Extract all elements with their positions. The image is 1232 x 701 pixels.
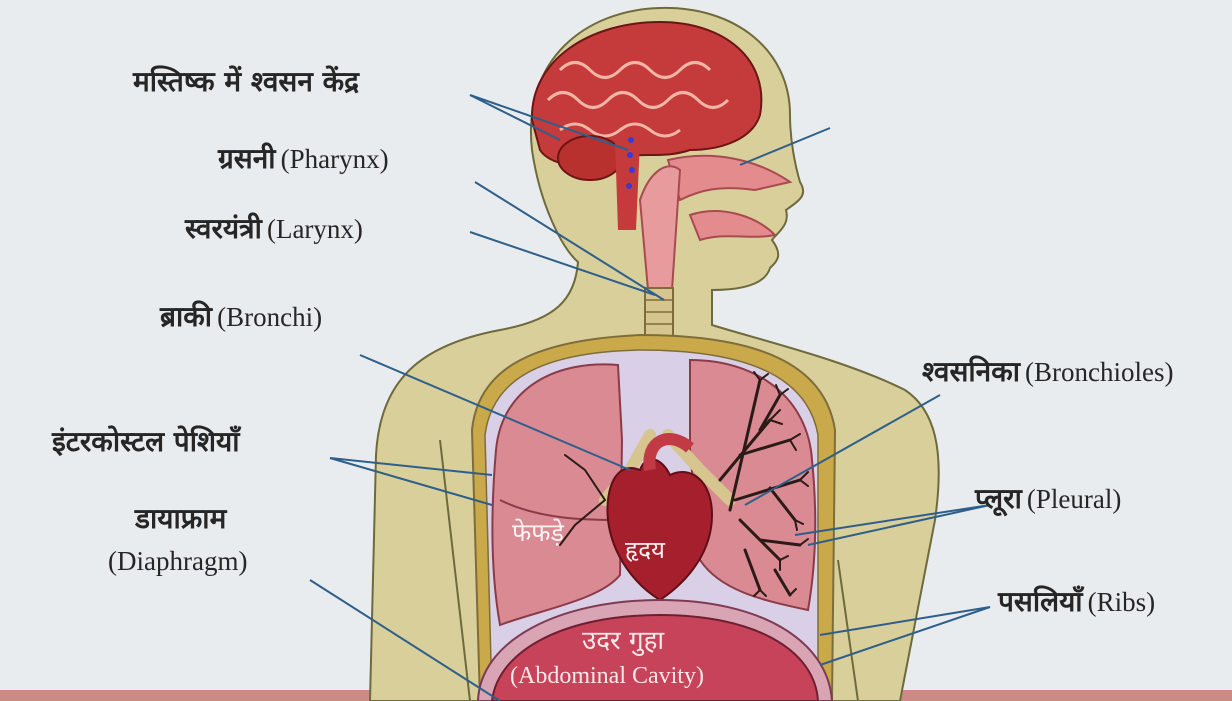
label-diaphragm-english: (Diaphragm) <box>108 546 247 576</box>
label-diaphragm-hi: डायाफ्राम <box>135 505 226 533</box>
label-pleura-en: (Pleural) <box>1027 484 1121 514</box>
organ-label-abdomen-hi: उदर गुहा <box>582 628 664 654</box>
label-bronchioles: श्वसनिका (Bronchioles) <box>922 358 1174 386</box>
label-pharynx: ग्रसनी (Pharynx) <box>218 145 389 173</box>
label-bronchi-en: (Bronchi) <box>217 302 322 332</box>
label-larynx-en: (Larynx) <box>267 214 363 244</box>
organ-label-lungs: फेफड़े <box>512 520 564 545</box>
label-larynx: स्वरयंत्री (Larynx) <box>185 215 363 243</box>
label-respiratory-centre-hi: मस्तिष्क में श्वसन केंद्र <box>133 65 359 98</box>
label-intercostal-hi: इंटरकोस्टल पेशियाँ <box>52 425 240 458</box>
label-larynx-hi: स्वरयंत्री <box>185 212 262 245</box>
label-bronchi-hi: ब्राकी <box>160 300 212 333</box>
label-bronchioles-en: (Bronchioles) <box>1025 357 1173 387</box>
respiratory-centre-dot <box>629 167 635 173</box>
cerebellum <box>558 136 622 180</box>
label-diaphragm-en: (Diaphragm) <box>108 548 247 575</box>
label-ribs-hi: पसलियाँ <box>998 585 1083 618</box>
label-pleura-hi: प्लूरा <box>975 482 1022 515</box>
label-diaphragm-hindi: डायाफ्राम <box>135 502 226 535</box>
label-pharynx-en: (Pharynx) <box>281 144 389 174</box>
pharynx <box>640 166 680 290</box>
label-pleura: प्लूरा (Pleural) <box>975 485 1121 513</box>
label-bronchi: ब्राकी (Bronchi) <box>160 303 322 331</box>
respiratory-centre-dot <box>626 183 632 189</box>
label-bronchioles-hi: श्वसनिका <box>922 355 1020 388</box>
label-pharynx-hi: ग्रसनी <box>218 142 276 175</box>
respiratory-centre-dot <box>628 137 634 143</box>
label-ribs-en: (Ribs) <box>1088 587 1156 617</box>
label-intercostal-muscles: इंटरकोस्टल पेशियाँ <box>52 428 240 456</box>
organ-label-heart: हृदय <box>625 538 665 562</box>
label-respiratory-centre: मस्तिष्क में श्वसन केंद्र <box>133 68 359 96</box>
respiratory-centre-dot <box>627 152 633 158</box>
organ-label-abdomen-en: (Abdominal Cavity) <box>510 664 704 688</box>
label-ribs: पसलियाँ (Ribs) <box>998 588 1155 616</box>
